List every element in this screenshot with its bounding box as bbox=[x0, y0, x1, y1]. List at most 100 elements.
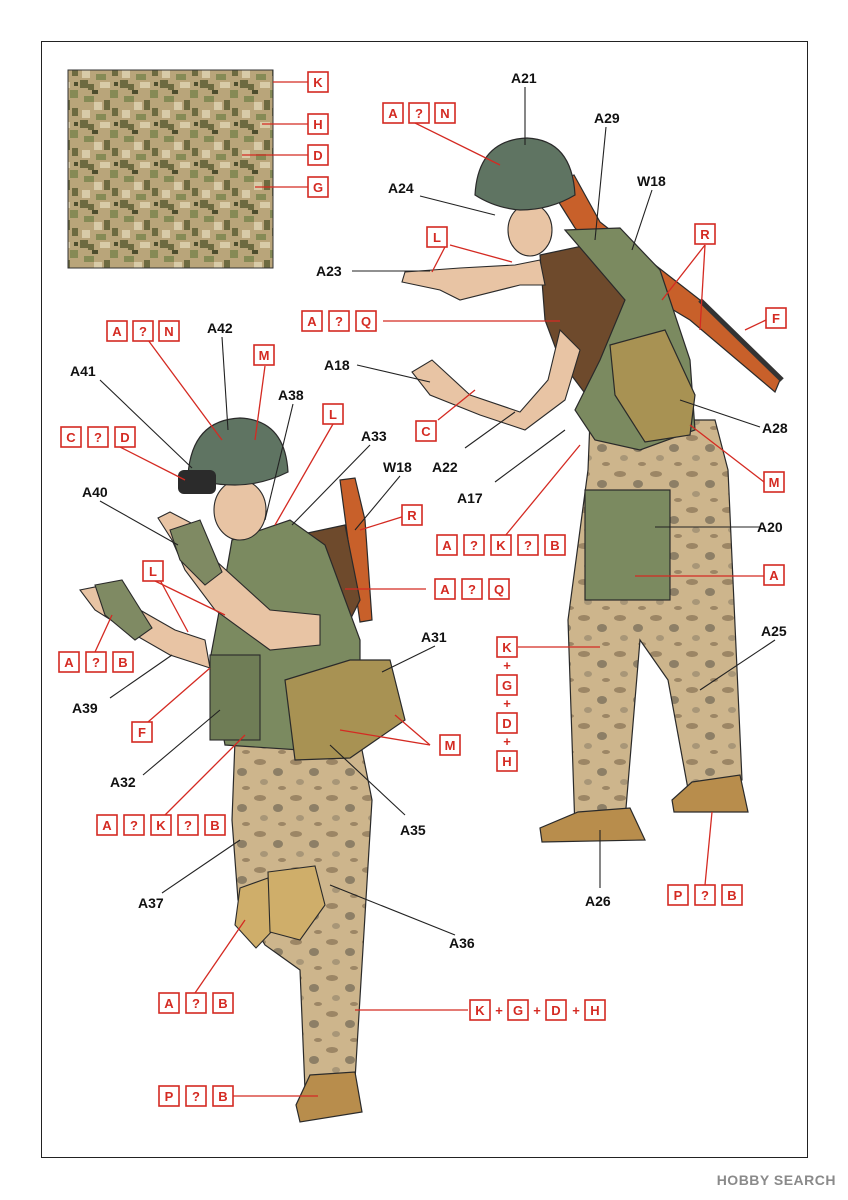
svg-text:N: N bbox=[440, 106, 449, 121]
svg-text:C: C bbox=[66, 430, 76, 445]
code-box: F bbox=[765, 307, 787, 329]
code-box: B bbox=[721, 884, 743, 906]
code-box: A bbox=[436, 534, 458, 556]
code-box: K bbox=[150, 814, 172, 836]
code-box: B bbox=[204, 814, 226, 836]
code-box: B bbox=[212, 992, 234, 1014]
code-box: C bbox=[60, 426, 82, 448]
svg-text:?: ? bbox=[192, 1089, 200, 1104]
code-box: M bbox=[763, 471, 785, 493]
code-box: M bbox=[439, 734, 461, 756]
label-a39: A39 bbox=[72, 700, 98, 716]
svg-text:?: ? bbox=[184, 818, 192, 833]
code-box: ? bbox=[185, 1085, 207, 1107]
svg-text:A: A bbox=[64, 655, 74, 670]
svg-text:K: K bbox=[502, 640, 512, 655]
pouch-right bbox=[609, 329, 696, 443]
svg-text:?: ? bbox=[470, 538, 478, 553]
svg-text:B: B bbox=[550, 538, 559, 553]
code-box: A bbox=[106, 320, 128, 342]
code-box: K bbox=[307, 71, 329, 93]
svg-text:?: ? bbox=[701, 888, 709, 903]
code-box: D bbox=[545, 999, 567, 1021]
label-a25: A25 bbox=[761, 623, 787, 639]
label-a32: A32 bbox=[110, 774, 136, 790]
code-box: C bbox=[415, 420, 437, 442]
svg-text:P: P bbox=[674, 888, 683, 903]
boot-right-a bbox=[539, 807, 646, 843]
arm-right-lower bbox=[411, 328, 581, 431]
svg-text:B: B bbox=[118, 655, 127, 670]
plus-sign: + bbox=[572, 1003, 580, 1018]
code-box: L bbox=[322, 403, 344, 425]
svg-text:?: ? bbox=[92, 655, 100, 670]
svg-text:K: K bbox=[496, 538, 506, 553]
code-box: ? bbox=[85, 651, 107, 673]
code-box: A bbox=[158, 992, 180, 1014]
label-a36: A36 bbox=[449, 935, 475, 951]
plus-sign: + bbox=[503, 696, 511, 711]
color-code-boxes: K H D G A ? N L A ? Q R F C M A ? K ? B … bbox=[58, 71, 787, 1107]
plus-sign: + bbox=[503, 658, 511, 673]
svg-text:D: D bbox=[551, 1003, 560, 1018]
arm-right-upper bbox=[401, 259, 546, 301]
code-box: P bbox=[158, 1085, 180, 1107]
svg-text:H: H bbox=[502, 754, 511, 769]
code-box: K bbox=[496, 636, 518, 658]
code-box: B bbox=[212, 1085, 234, 1107]
code-box: A bbox=[434, 578, 456, 600]
svg-text:?: ? bbox=[94, 430, 102, 445]
figure-left bbox=[79, 417, 406, 1123]
code-box: ? bbox=[408, 102, 430, 124]
label-a26: A26 bbox=[585, 893, 611, 909]
plus-sign: + bbox=[503, 734, 511, 749]
label-a29: A29 bbox=[594, 110, 620, 126]
svg-text:D: D bbox=[502, 716, 511, 731]
code-box: B bbox=[544, 534, 566, 556]
code-box: H bbox=[584, 999, 606, 1021]
legs-right bbox=[567, 419, 743, 831]
code-box: ? bbox=[694, 884, 716, 906]
code-box: ? bbox=[87, 426, 109, 448]
svg-text:?: ? bbox=[335, 314, 343, 329]
code-box: A bbox=[763, 564, 785, 586]
glove-left-a bbox=[169, 519, 223, 586]
code-box: ? bbox=[123, 814, 145, 836]
code-box: Q bbox=[488, 578, 510, 600]
label-a33: A33 bbox=[361, 428, 387, 444]
label-a28: A28 bbox=[762, 420, 788, 436]
label-w18-right: W18 bbox=[637, 173, 666, 189]
label-a17: A17 bbox=[457, 490, 483, 506]
svg-text:F: F bbox=[772, 311, 780, 326]
label-a18: A18 bbox=[324, 357, 350, 373]
boot-left bbox=[295, 1071, 363, 1123]
svg-text:A: A bbox=[442, 538, 452, 553]
mag-pouch-left bbox=[209, 654, 261, 741]
label-a42: A42 bbox=[207, 320, 233, 336]
boot-right-b bbox=[671, 774, 749, 813]
rifle-barrel bbox=[698, 298, 784, 382]
svg-text:C: C bbox=[421, 424, 431, 439]
svg-text:A: A bbox=[307, 314, 317, 329]
code-box: R bbox=[401, 504, 423, 526]
svg-text:K: K bbox=[475, 1003, 485, 1018]
svg-text:A: A bbox=[102, 818, 112, 833]
code-box: ? bbox=[517, 534, 539, 556]
plus-sign: + bbox=[533, 1003, 541, 1018]
svg-text:N: N bbox=[164, 324, 173, 339]
code-box: K bbox=[490, 534, 512, 556]
code-box: ? bbox=[328, 310, 350, 332]
code-box: D bbox=[496, 712, 518, 734]
svg-text:B: B bbox=[727, 888, 736, 903]
code-box: Q bbox=[355, 310, 377, 332]
svg-text:B: B bbox=[218, 996, 227, 1011]
code-box: A bbox=[58, 651, 80, 673]
svg-text:M: M bbox=[769, 475, 780, 490]
helmet-right bbox=[474, 137, 576, 211]
code-box: ? bbox=[177, 814, 199, 836]
camo-swatch bbox=[67, 69, 274, 269]
code-box: R bbox=[694, 223, 716, 245]
face-left bbox=[213, 479, 267, 541]
svg-text:D: D bbox=[120, 430, 129, 445]
label-a40: A40 bbox=[82, 484, 108, 500]
